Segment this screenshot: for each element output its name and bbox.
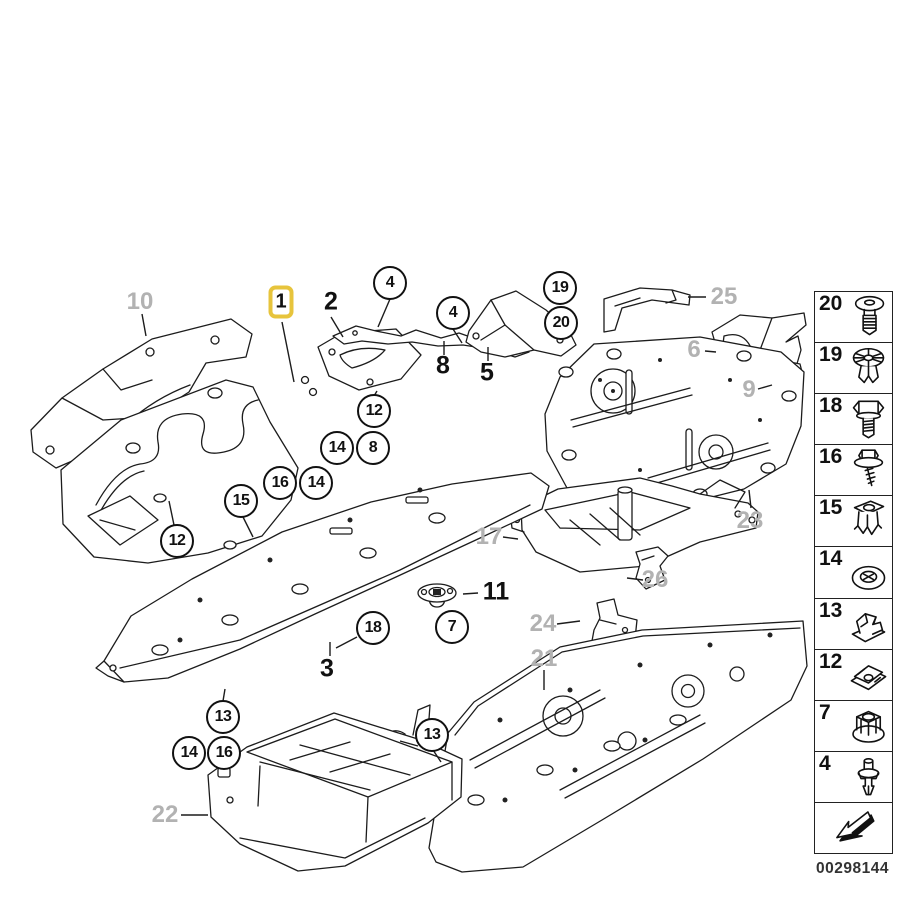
callout-21[interactable]: 21 (530, 645, 558, 672)
part-26-bracket-drawing (635, 546, 669, 590)
callout-25[interactable]: 25 (710, 283, 738, 310)
legend-item-7: 7 (815, 701, 892, 752)
legend-number: 13 (819, 598, 843, 622)
fastener-legend: 20 19 18 16 15 14 13 12 7 4 (814, 291, 893, 855)
clamp-icon (845, 601, 892, 648)
legend-item-15: 15 (815, 496, 892, 548)
part-11-grommet-drawing (417, 583, 457, 608)
legend-item-16: 16 (815, 445, 892, 497)
direction-arrow-icon (826, 805, 882, 852)
legend-item-14: 14 (815, 547, 892, 599)
callout-23[interactable]: 23 (736, 507, 764, 534)
callout-8[interactable]: 8 (356, 431, 390, 465)
callout-3[interactable]: 3 (320, 654, 334, 683)
callout-26[interactable]: 26 (641, 566, 669, 593)
legend-number: 20 (819, 292, 843, 315)
part-25-bracket-drawing (603, 287, 691, 333)
expansion-rivet-icon (845, 345, 892, 392)
legend-number: 7 (819, 700, 831, 724)
callout-1[interactable]: 1 (268, 285, 294, 319)
expansion-nut-icon (845, 498, 892, 545)
legend-item-12: 12 (815, 650, 892, 701)
callout-4[interactable]: 4 (373, 266, 407, 300)
callout-22[interactable]: 22 (151, 801, 179, 828)
legend-number: 12 (819, 649, 843, 673)
legend-item-4: 4 (815, 752, 892, 803)
legend-number: 14 (819, 547, 843, 571)
flange-nut-icon (845, 703, 892, 750)
washer-screw-icon (845, 447, 892, 494)
legend-item-19: 19 (815, 343, 892, 395)
callout-12[interactable]: 12 (357, 394, 391, 428)
callout-15[interactable]: 15 (224, 484, 258, 518)
body-washer-icon (845, 549, 892, 596)
legend-number: 16 (819, 445, 843, 469)
legend-item-13: 13 (815, 599, 892, 650)
callout-6[interactable]: 6 (687, 336, 701, 363)
callout-8[interactable]: 8 (436, 351, 450, 380)
legend-number: 15 (819, 496, 843, 520)
callout-4[interactable]: 4 (436, 296, 470, 330)
legend-item-18: 18 (815, 394, 892, 446)
callout-12[interactable]: 12 (160, 524, 194, 558)
legend-number: 19 (819, 343, 843, 367)
callout-16[interactable]: 16 (207, 736, 241, 770)
part-22-tank-guard-drawing (207, 712, 463, 872)
callout-13[interactable]: 13 (415, 718, 449, 752)
callout-7[interactable]: 7 (435, 610, 469, 644)
callout-14[interactable]: 14 (172, 736, 206, 770)
callout-24[interactable]: 24 (529, 610, 557, 637)
part-17-support-drawing (509, 477, 759, 573)
callout-5[interactable]: 5 (480, 358, 494, 387)
callout-19[interactable]: 19 (543, 271, 577, 305)
part-10-bracket-drawing (30, 318, 253, 469)
callout-13[interactable]: 13 (206, 700, 240, 734)
callout-14[interactable]: 14 (320, 431, 354, 465)
callout-10[interactable]: 10 (126, 288, 154, 315)
flat-head-screw-icon (845, 294, 892, 341)
hex-bolt-icon (845, 396, 892, 443)
leader-lines (141, 296, 773, 816)
speed-nut-icon (845, 652, 892, 699)
callout-18[interactable]: 18 (356, 611, 390, 645)
push-rivet-icon (845, 754, 892, 801)
part-3-center-panel-drawing (95, 472, 550, 683)
legend-item-arrow (815, 803, 892, 853)
callout-16[interactable]: 16 (263, 466, 297, 500)
legend-item-20: 20 (815, 292, 892, 344)
callout-20[interactable]: 20 (544, 306, 578, 340)
callout-14[interactable]: 14 (299, 466, 333, 500)
diagram-image-number: 00298144 (816, 860, 889, 877)
callout-17[interactable]: 17 (475, 523, 503, 550)
callout-2[interactable]: 2 (324, 287, 338, 316)
callout-11[interactable]: 11 (482, 577, 510, 606)
legend-number: 18 (819, 394, 843, 418)
callout-9[interactable]: 9 (742, 376, 756, 403)
legend-number: 4 (819, 751, 831, 775)
